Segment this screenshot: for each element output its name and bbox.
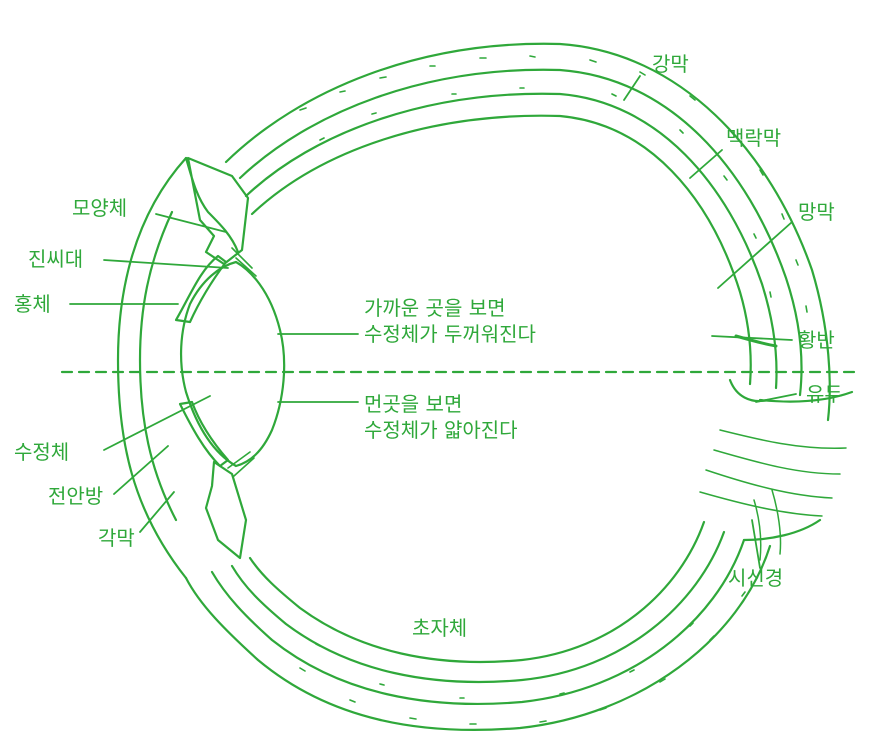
iris-top — [174, 254, 228, 324]
wall-texture — [299, 55, 808, 725]
label-iris: 홍체 — [14, 292, 51, 316]
note-near-line1: 가까운 곳을 보면 — [364, 296, 506, 320]
label-choroid: 맥락막 — [726, 126, 782, 150]
note-far-line1: 먼곳을 보면 — [364, 392, 463, 416]
sclera-inner-line — [210, 68, 803, 706]
label-optic-nerve: 시신경 — [728, 566, 784, 590]
cornea-inner — [138, 210, 178, 522]
optic-nerve-bottom — [742, 518, 822, 542]
note-far-line2: 수정체가 얇아진다 — [364, 418, 518, 442]
leader-macula — [711, 335, 793, 341]
leader-choroid — [689, 149, 723, 179]
zonule-fibers — [227, 247, 257, 477]
label-vitreous: 초자체 — [412, 616, 468, 640]
leader-sclera — [623, 75, 641, 101]
cornea-outer — [116, 156, 188, 580]
note-near-line2: 수정체가 두꺼워진다 — [364, 322, 536, 346]
leader-ciliary-body — [155, 213, 227, 233]
leader-optic-disc — [755, 393, 797, 403]
lens-outline — [179, 260, 286, 468]
label-lens: 수정체 — [14, 440, 70, 464]
label-zonule: 진씨대 — [28, 247, 84, 271]
ciliary-body-bottom — [204, 460, 248, 560]
optic-nerve-fibers — [699, 429, 847, 561]
label-anterior-chamber: 전안방 — [48, 484, 104, 508]
label-sclera: 강막 — [652, 52, 689, 76]
leader-lens — [103, 395, 211, 451]
label-retina: 망막 — [798, 200, 835, 224]
optic-nerve-top — [758, 390, 854, 403]
leader-cornea — [139, 491, 175, 533]
label-cornea: 각막 — [98, 526, 135, 550]
choroid-line — [230, 92, 778, 684]
leader-lines — [69, 75, 797, 569]
ciliary-body-top — [184, 156, 250, 266]
label-macula: 황반 — [798, 328, 835, 352]
leader-anterior-chamber — [113, 445, 169, 495]
leader-zonule — [103, 259, 229, 269]
leader-optic-nerve — [751, 519, 761, 569]
label-ciliary-body: 모양체 — [72, 196, 128, 220]
sclera-outer-wall — [184, 42, 831, 731]
retina-line — [248, 114, 752, 664]
label-optic-disc: 유두 — [806, 382, 843, 406]
leader-retina — [717, 221, 793, 289]
